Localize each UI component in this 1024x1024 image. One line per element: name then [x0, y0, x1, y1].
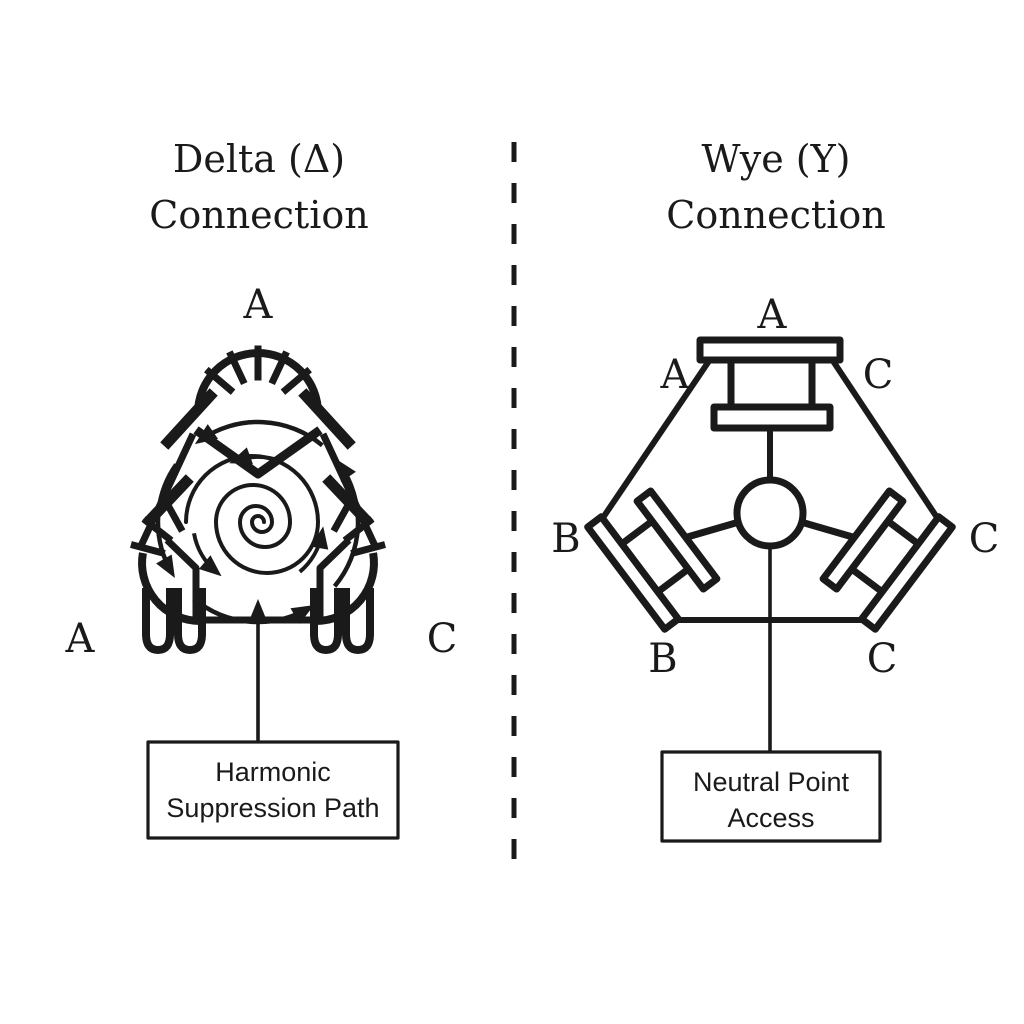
- delta-title-line2: Connection: [149, 193, 368, 237]
- harmonic-callout-line2: Suppression Path: [166, 793, 379, 823]
- wye-title-line2: Connection: [666, 193, 885, 237]
- delta-winding-top-icon: [160, 345, 356, 479]
- wye-phase-label-upper-left: A: [660, 352, 691, 398]
- delta-panel: Delta (Δ) Connection: [65, 137, 458, 840]
- wye-title-line1: Wye (Y): [702, 137, 851, 181]
- delta-winding-top-ticks: [204, 345, 312, 395]
- delta-winding-bottom-right-icon: [310, 474, 386, 654]
- spiral-outer-arrows: [155, 419, 361, 625]
- delta-phase-label-top: A: [243, 282, 274, 328]
- harmonic-callout-line1: Harmonic: [215, 757, 331, 787]
- wye-phase-label-top: A: [757, 292, 788, 338]
- wye-phase-label-mid-right: C: [969, 516, 1000, 562]
- delta-phase-label-bottom-left: A: [65, 616, 96, 662]
- neutral-callout-box: Neutral Point Access: [660, 750, 882, 843]
- wye-winding-right-icon: [800, 487, 956, 633]
- delta-title-line1: Delta (Δ): [173, 137, 345, 181]
- wye-phase-label-bottom-right: C: [867, 636, 898, 682]
- wye-winding-top-icon: [696, 336, 844, 480]
- wye-panel: Wye (Y) Connection: [551, 137, 1000, 843]
- neutral-callout-line1: Neutral Point: [693, 767, 850, 797]
- circulating-current-spiral-icon: [155, 419, 361, 625]
- wye-phase-label-upper-right: C: [863, 352, 894, 398]
- wye-phase-label-bottom-left: B: [648, 636, 677, 682]
- spiral-inner-arrows: [192, 447, 329, 577]
- neutral-callout-line2: Access: [727, 803, 814, 833]
- neutral-point-circle-icon: [733, 476, 807, 550]
- wye-phase-label-mid-left: B: [551, 516, 580, 562]
- harmonic-callout-box: Harmonic Suppression Path: [146, 740, 400, 840]
- delta-phase-label-bottom-right: C: [427, 616, 458, 662]
- wye-winding-left-icon: [584, 487, 740, 633]
